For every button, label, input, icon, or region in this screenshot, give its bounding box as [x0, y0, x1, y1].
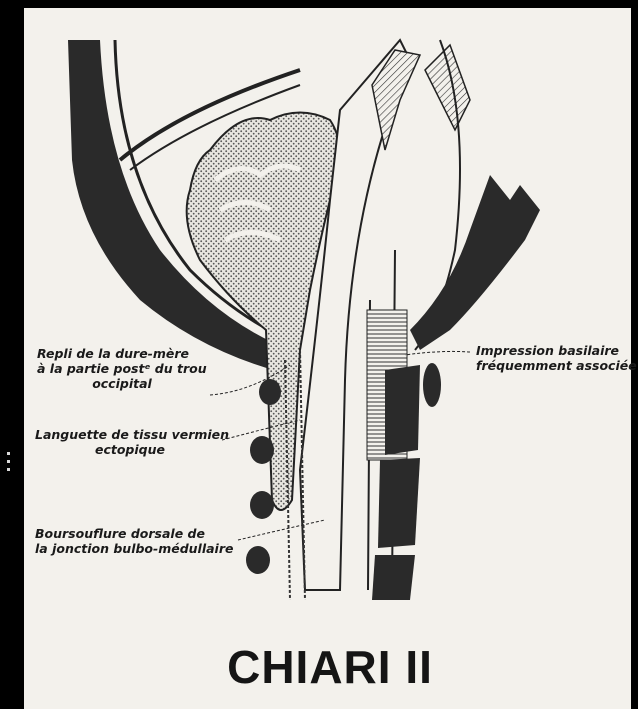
arch-2 — [250, 436, 274, 464]
clivus — [410, 175, 540, 350]
label-repli: Repli de la dure-mère à la partie postᵉ … — [37, 346, 207, 391]
label-boursouflure: Boursouflure dorsale de la jonction bulb… — [35, 526, 234, 556]
diagram-title: CHIARI II — [190, 640, 470, 694]
label-impression: Impression basilaire fréquemment associé… — [476, 343, 637, 373]
arch-4 — [246, 546, 270, 574]
vertebra-1 — [385, 365, 420, 455]
arch-1 — [259, 379, 281, 405]
arch-3 — [250, 491, 274, 519]
leader-impression — [405, 351, 470, 355]
label-languette: Languette de tissu vermien ectopique — [35, 427, 229, 457]
